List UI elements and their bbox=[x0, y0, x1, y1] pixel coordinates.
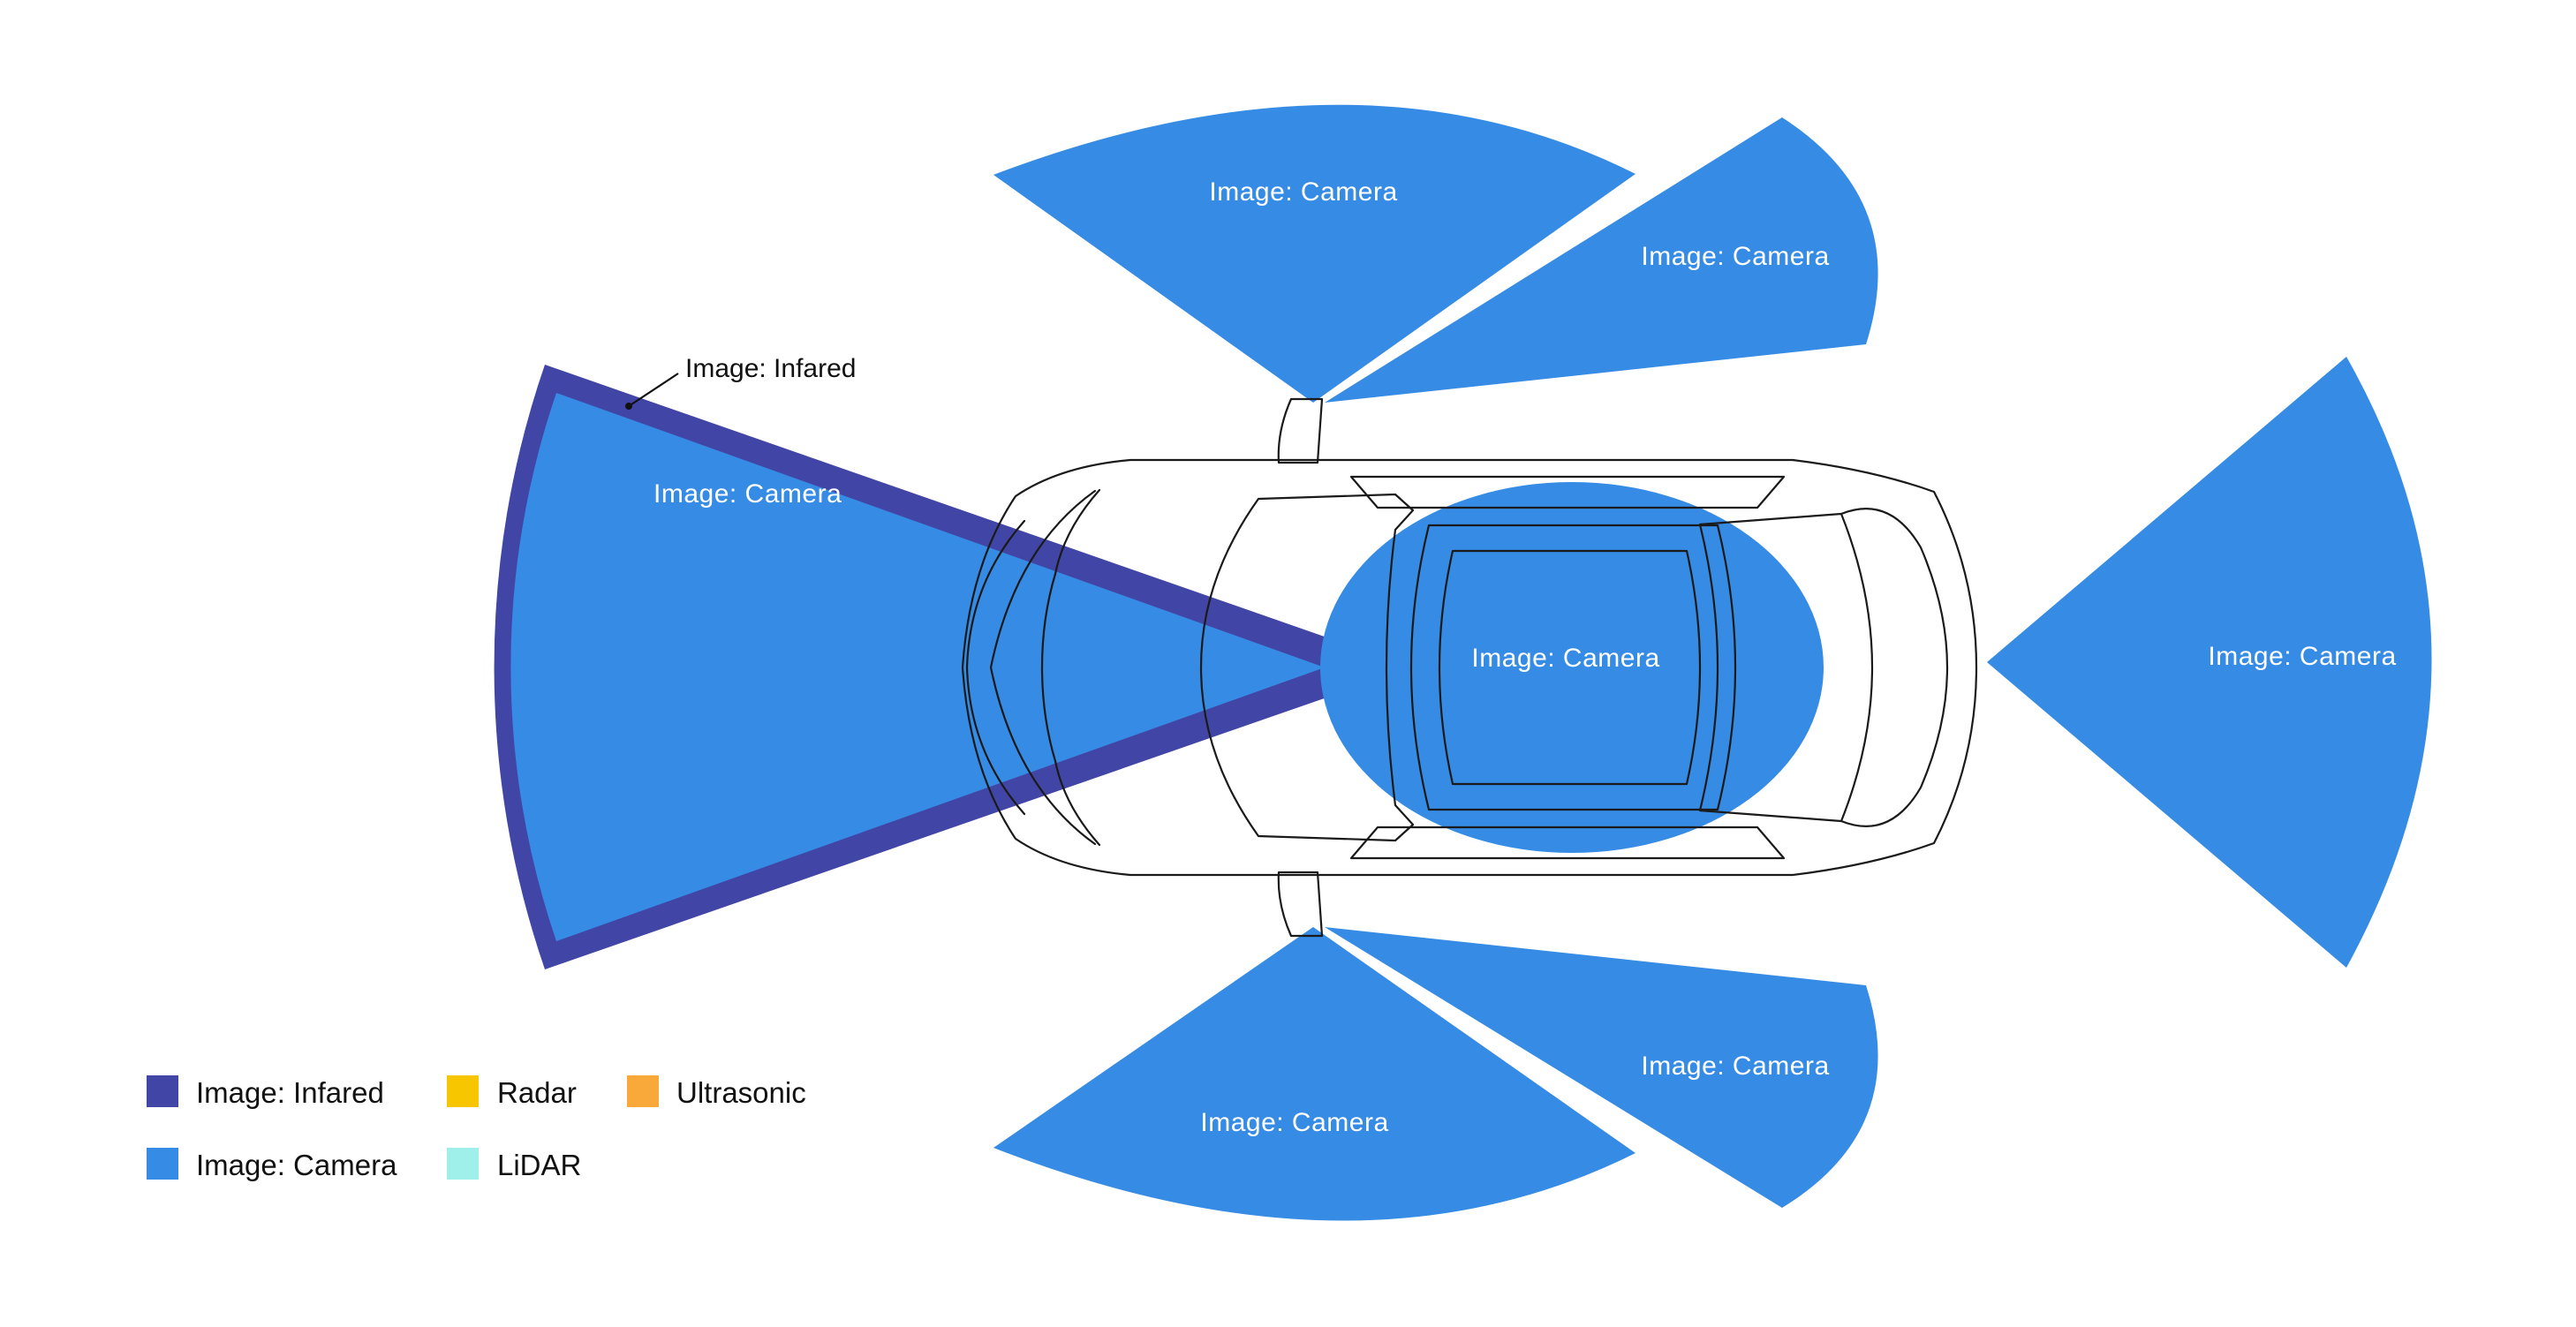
car-left-side-sill bbox=[1349, 475, 1786, 509]
legend-label-lidar: LiDAR bbox=[497, 1149, 581, 1181]
legend-swatch-camera bbox=[147, 1148, 178, 1180]
car-left-mirror bbox=[1277, 397, 1324, 464]
rear-camera-label: Image: Camera bbox=[2208, 642, 2396, 671]
car-hood-line bbox=[989, 489, 1097, 846]
infrared-callout-dot bbox=[625, 403, 632, 410]
legend-label-radar: Radar bbox=[497, 1076, 577, 1109]
car-right-mirror bbox=[1277, 871, 1324, 938]
camera-front-right-cone bbox=[993, 927, 1635, 1221]
camera-rear-cone bbox=[1987, 357, 2432, 968]
car-body bbox=[961, 458, 1978, 877]
car-windshield bbox=[1199, 493, 1415, 842]
legend-label-infrared: Image: Infared bbox=[196, 1076, 384, 1109]
infrared-callout-label: Image: Infared bbox=[685, 354, 856, 383]
legend-swatch-radar bbox=[447, 1075, 479, 1107]
car-roof bbox=[1409, 524, 1737, 811]
front-right-camera-label: Image: Camera bbox=[1200, 1108, 1388, 1137]
front-left-camera-label: Image: Camera bbox=[1209, 177, 1397, 207]
legend-label-ultrasonic: Ultrasonic bbox=[676, 1076, 806, 1109]
legend: Image: Infared Radar Ultrasonic Image: C… bbox=[147, 1075, 806, 1181]
camera-front-left-cone bbox=[993, 104, 1635, 403]
rear-right-camera-label: Image: Camera bbox=[1641, 1052, 1829, 1081]
interior-camera-label: Image: Camera bbox=[1471, 644, 1659, 673]
camera-rear-left-cone bbox=[1325, 117, 1878, 403]
car-trunk-line bbox=[1839, 508, 1949, 827]
car-front-right-fender bbox=[1040, 666, 1101, 847]
car-front-left-fender bbox=[1040, 488, 1101, 669]
legend-swatch-lidar bbox=[447, 1148, 479, 1180]
car-roof-inner bbox=[1438, 549, 1702, 786]
front-camera-label: Image: Camera bbox=[653, 479, 842, 509]
legend-swatch-ultrasonic bbox=[627, 1075, 659, 1107]
camera-interior-zone bbox=[1320, 482, 1824, 853]
car-right-side-sill bbox=[1349, 826, 1786, 860]
infrared-callout-leader bbox=[628, 373, 679, 407]
camera-rear-right-cone bbox=[1325, 927, 1878, 1208]
legend-swatch-infrared bbox=[147, 1075, 178, 1107]
rear-left-camera-label: Image: Camera bbox=[1641, 242, 1829, 271]
car-front-bumper-line bbox=[965, 519, 1026, 816]
legend-label-camera: Image: Camera bbox=[196, 1149, 397, 1181]
car-outline bbox=[961, 397, 1978, 938]
camera-front-cone bbox=[510, 393, 1325, 941]
